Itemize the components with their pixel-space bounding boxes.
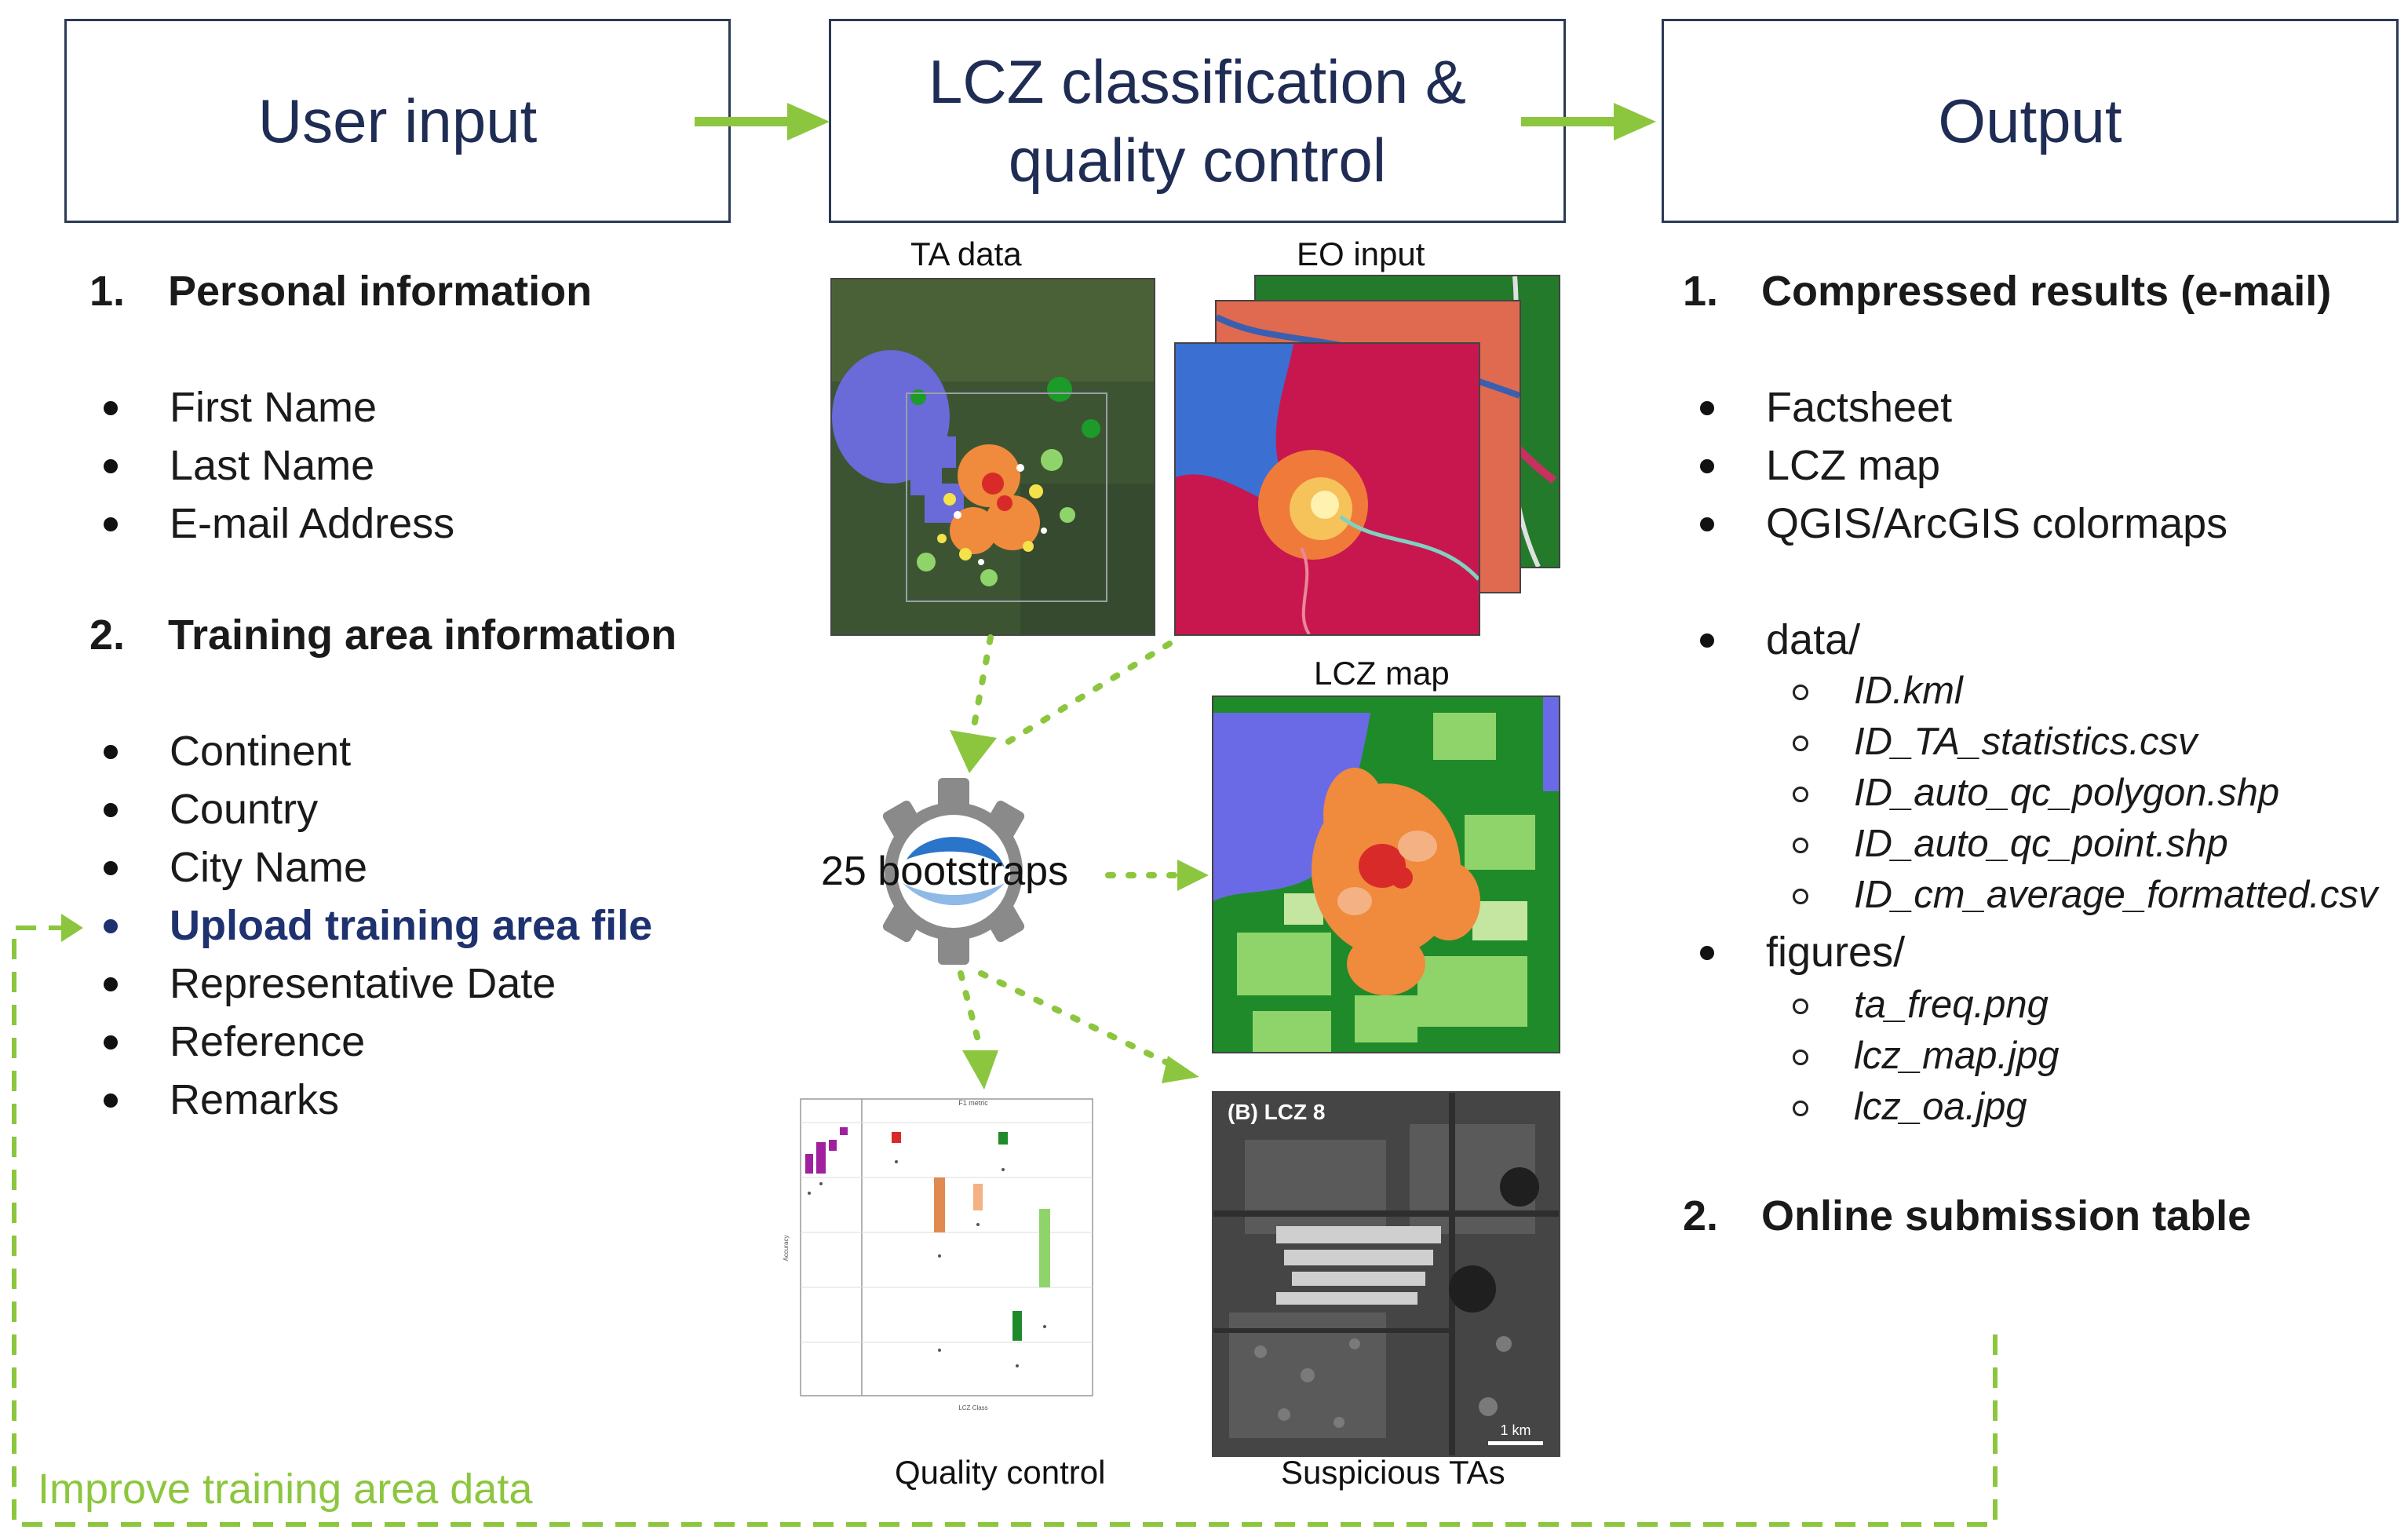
file-item: ID.kml xyxy=(1775,666,2377,717)
personal-info-list: First Name Last Name E-mail Address xyxy=(93,378,454,553)
figures-folder: figures/ xyxy=(1689,923,1905,981)
ta-data-image xyxy=(830,278,1155,636)
list-item: First Name xyxy=(93,378,454,436)
scale-bar-label: 1 km xyxy=(1500,1422,1531,1438)
quality-control-chart: F1 metric LCZ Class Accuracy xyxy=(783,1098,1093,1411)
file-item: ID_auto_qc_polygon.shp xyxy=(1775,768,2377,819)
list-item: Country xyxy=(93,780,652,838)
eo-layer-front xyxy=(1174,342,1480,636)
list-item: City Name xyxy=(93,838,652,896)
compressed-results-heading: 1.Compressed results (e-mail) xyxy=(1683,268,2332,315)
file-item: ID_cm_average_formatted.csv xyxy=(1775,870,2377,921)
classification-title-line2: quality control xyxy=(1008,126,1387,195)
output-box: Output xyxy=(1662,19,2399,223)
lcz-map-image xyxy=(1212,695,1560,1053)
data-folder: data/ xyxy=(1689,611,1860,669)
upload-training-area-item[interactable]: Upload training area file xyxy=(93,896,652,955)
file-item: ID_auto_qc_point.shp xyxy=(1775,819,2377,870)
training-area-heading: 2.Training area information xyxy=(89,612,677,659)
qc-chart-title: F1 metric xyxy=(958,1099,988,1107)
bootstraps-label: 25 bootstraps xyxy=(821,849,1069,894)
arrow-classification-to-output xyxy=(1521,103,1656,141)
quality-control-caption: Quality control xyxy=(895,1454,1106,1491)
list-item: Remarks xyxy=(93,1071,652,1129)
figures-folder-label: figures/ xyxy=(1689,923,1905,981)
user-input-title: User input xyxy=(257,86,538,155)
figure-files-list: ta_freq.png lcz_map.jpg lcz_oa.jpg xyxy=(1775,980,2059,1133)
training-area-list: Continent Country City Name Upload train… xyxy=(93,722,652,1129)
online-submission-heading: 2.Online submission table xyxy=(1683,1192,2252,1239)
list-item: Continent xyxy=(93,722,652,780)
data-folder-label: data/ xyxy=(1689,611,1860,669)
list-item: Reference xyxy=(93,1013,652,1071)
list-item: LCZ map xyxy=(1689,436,2227,495)
ta-data-caption: TA data xyxy=(910,235,1022,272)
list-item: Factsheet xyxy=(1689,378,2227,436)
file-item: ta_freq.png xyxy=(1775,980,2059,1031)
user-input-box: User input xyxy=(64,19,731,223)
list-item: Last Name xyxy=(93,436,454,495)
file-item: lcz_map.jpg xyxy=(1775,1031,2059,1082)
file-item: lcz_oa.jpg xyxy=(1775,1082,2059,1133)
classification-box: LCZ classification & quality control xyxy=(829,19,1566,223)
suspicious-tas-image: (B) LCZ 8 1 km xyxy=(1212,1091,1560,1457)
classification-title-line1: LCZ classification & xyxy=(929,47,1466,116)
gear-icon xyxy=(882,778,1025,965)
output-title: Output xyxy=(1938,86,2122,155)
data-files-list: ID.kml ID_TA_statistics.csv ID_auto_qc_p… xyxy=(1775,666,2377,921)
qc-chart-ylabel: Accuracy xyxy=(783,1236,790,1261)
list-item: E-mail Address xyxy=(93,495,454,553)
results-list: Factsheet LCZ map QGIS/ArcGIS colormaps xyxy=(1689,378,2227,553)
list-item: Representative Date xyxy=(93,955,652,1013)
improve-training-label: Improve training area data xyxy=(38,1466,533,1513)
arrow-input-to-classification xyxy=(695,103,830,141)
suspicious-tas-caption: Suspicious TAs xyxy=(1281,1454,1505,1491)
lcz-map-caption: LCZ map xyxy=(1314,655,1450,692)
qc-chart-xlabel: LCZ Class xyxy=(958,1404,987,1411)
eo-input-caption: EO input xyxy=(1297,235,1425,272)
personal-info-heading: 1.Personal information xyxy=(89,268,593,315)
suspicious-overlay-label: (B) LCZ 8 xyxy=(1228,1100,1325,1124)
list-item: QGIS/ArcGIS colormaps xyxy=(1689,495,2227,553)
file-item: ID_TA_statistics.csv xyxy=(1775,717,2377,768)
